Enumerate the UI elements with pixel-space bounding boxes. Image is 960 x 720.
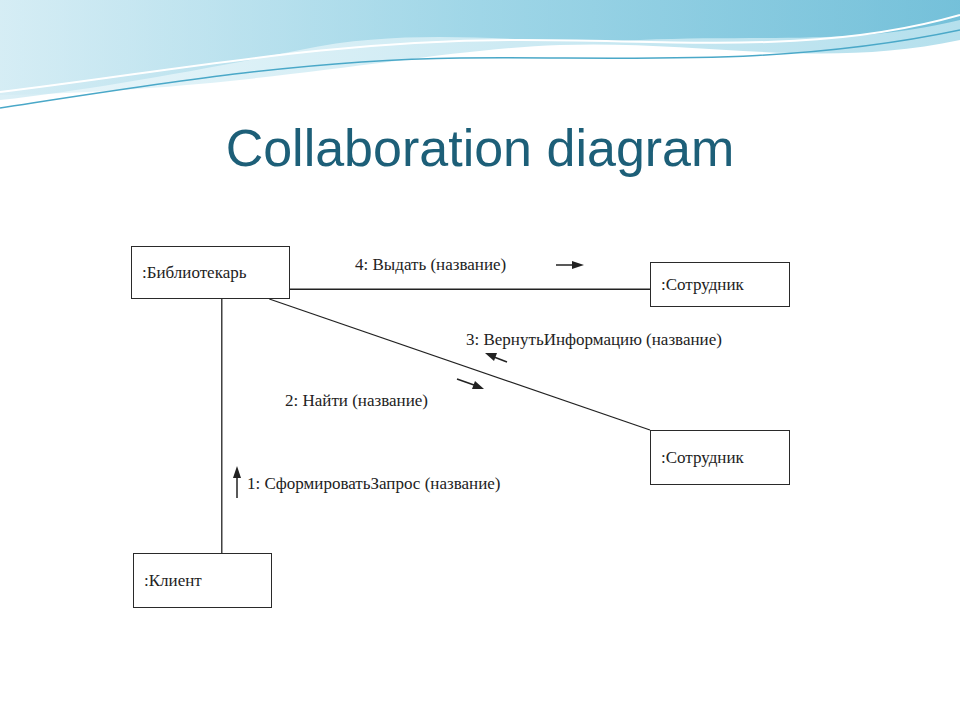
- message-arrow: [556, 264, 574, 266]
- object-name: :Сотрудник: [661, 448, 744, 468]
- wave-line: [0, 15, 960, 92]
- message-arrowhead: [472, 381, 484, 389]
- link-line: [221, 299, 222, 553]
- message-label: 4: Выдать (название): [353, 255, 508, 275]
- object-name: :Сотрудник: [661, 275, 744, 295]
- message-arrowhead: [572, 261, 584, 269]
- object-name: :Библиотекарь: [142, 263, 246, 283]
- message-arrow: [494, 357, 507, 362]
- message-label: 2: Найти (название): [283, 391, 430, 411]
- message-arrowhead: [233, 466, 241, 478]
- message-label: 3: ВернутьИнформацию (название): [464, 330, 724, 350]
- wave-line: [0, 30, 960, 108]
- message-label: 1: СформироватьЗапрос (название): [245, 474, 502, 494]
- link-line: [269, 299, 650, 430]
- object-box: :Сотрудник: [650, 430, 790, 485]
- link-line: [290, 289, 650, 290]
- message-arrowhead: [485, 353, 497, 361]
- object-name: :Клиент: [144, 571, 202, 591]
- object-box: :Сотрудник: [650, 262, 790, 307]
- object-box: :Библиотекарь: [131, 246, 290, 299]
- slide-title: Collaboration diagram: [0, 118, 960, 178]
- message-arrow: [457, 379, 474, 385]
- message-arrow: [236, 477, 238, 498]
- object-box: :Клиент: [133, 553, 272, 608]
- wave-band: [0, 0, 960, 100]
